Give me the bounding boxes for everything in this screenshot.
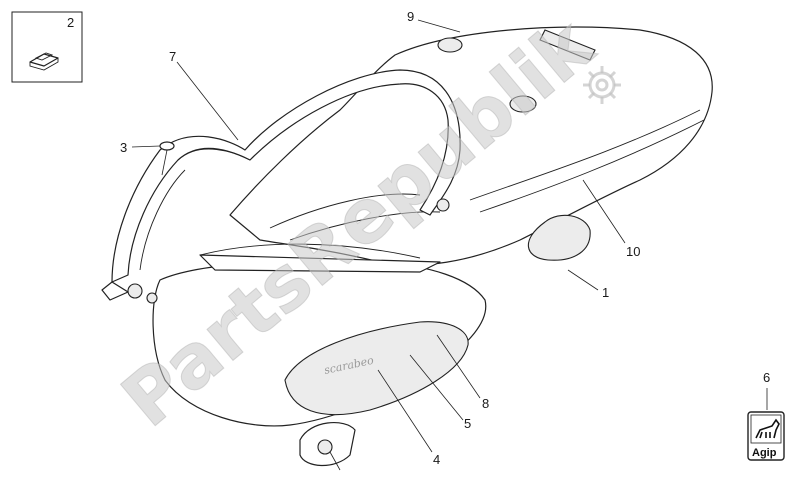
callout-8: 8 xyxy=(482,396,489,411)
callout-numbers: 1 2 3 4 5 6 7 8 9 10 xyxy=(67,9,770,467)
leader-lines xyxy=(131,19,768,471)
part-9-reflector-holes xyxy=(437,29,596,113)
callout-5: 5 xyxy=(464,416,471,431)
gear-icon xyxy=(583,66,621,104)
part-7-inner-frame xyxy=(101,69,461,301)
part-4-side-panel: scarabeo xyxy=(146,243,487,467)
part-6-agip-badge: Agip xyxy=(747,411,785,461)
callout-3: 3 xyxy=(120,140,127,155)
callout-1: 1 xyxy=(602,285,609,300)
six-legged-dog-icon xyxy=(755,418,780,439)
callout-9: 9 xyxy=(407,9,414,24)
callout-6: 6 xyxy=(763,370,770,385)
callout-4: 4 xyxy=(433,452,440,467)
callout-7: 7 xyxy=(169,49,176,64)
callout-2: 2 xyxy=(67,15,74,30)
callout-10: 10 xyxy=(626,244,640,259)
part-2-clip-box xyxy=(11,11,83,83)
agip-label: Agip xyxy=(752,447,777,459)
